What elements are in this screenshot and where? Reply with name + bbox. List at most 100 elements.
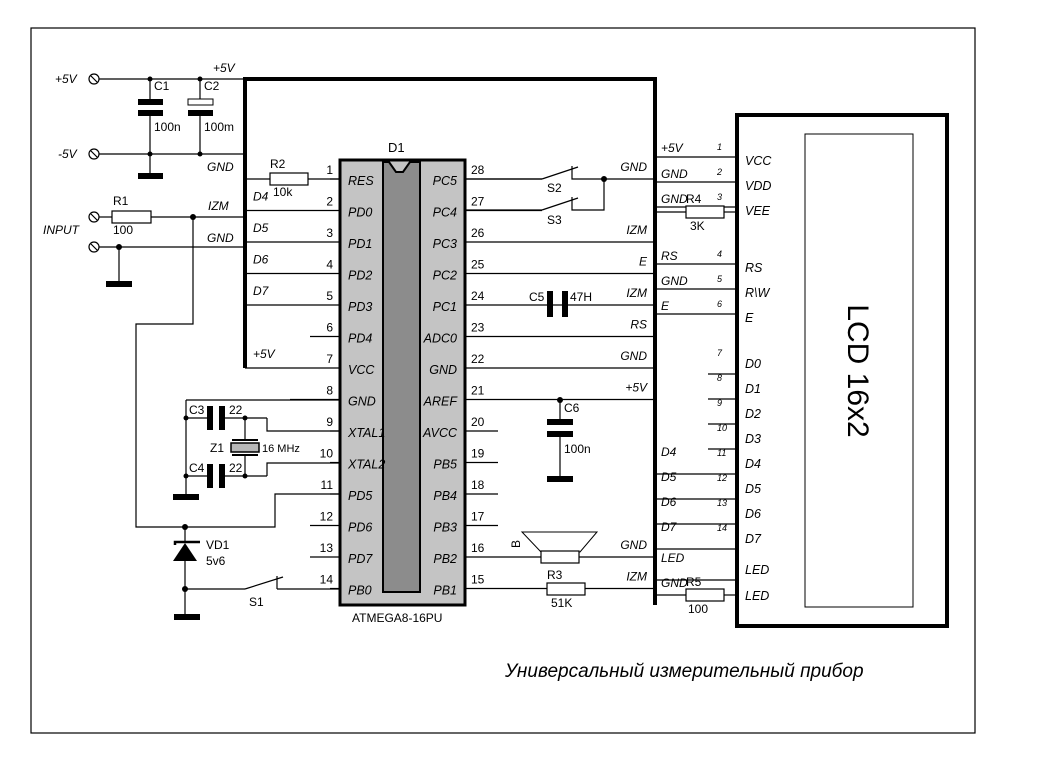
r4-ref: R4 xyxy=(686,192,702,206)
pin-name: R\W xyxy=(745,286,771,300)
net-label: GND xyxy=(661,192,688,206)
pin-name: PB1 xyxy=(433,584,457,598)
vd1-ref: VD1 xyxy=(206,538,230,552)
pin-number: 3 xyxy=(326,226,333,240)
pin-name: PB4 xyxy=(433,489,457,503)
lcd-pin-7: 7D0 xyxy=(708,348,761,375)
net-label: D6 xyxy=(661,495,677,509)
pin-name: LED xyxy=(745,589,769,603)
net-label: GND xyxy=(620,349,647,363)
resistor-r5: R5 100 xyxy=(685,575,725,616)
switches-s2-s3[interactable]: S2 S3 xyxy=(465,166,655,227)
net-label: D5 xyxy=(253,221,269,235)
net-label: +5V xyxy=(625,381,648,395)
net-label: +5V xyxy=(661,141,684,155)
net-label: D5 xyxy=(661,470,677,484)
pin-name: PD1 xyxy=(348,237,372,251)
pin-name: ADC0 xyxy=(423,332,457,346)
pin-number: 14 xyxy=(717,523,727,533)
pin-number: 13 xyxy=(717,498,727,508)
pin-name: D4 xyxy=(745,457,761,471)
r5-ref: R5 xyxy=(686,575,702,589)
resistor-r1 xyxy=(111,210,152,224)
schematic-title: Универсальный измерительный прибор xyxy=(504,661,864,682)
net-label: IZM xyxy=(626,286,647,300)
pin-name: PD5 xyxy=(348,489,372,503)
capacitor-c5: C5 47H xyxy=(529,290,592,317)
r1-ref: R1 xyxy=(113,194,129,208)
pin-number: 1 xyxy=(717,142,722,152)
net-label: IZM xyxy=(626,223,647,237)
s2-ref: S2 xyxy=(547,181,562,195)
buzzer: B xyxy=(509,531,599,564)
pin-number: 6 xyxy=(717,299,722,309)
pin-name: PD4 xyxy=(348,332,372,346)
pin-number: 10 xyxy=(717,423,727,433)
pin-name: PB0 xyxy=(348,584,372,598)
lcd-pin-6: 6EE xyxy=(655,299,754,325)
net-label: +5V xyxy=(253,347,276,361)
pin-name: VCC xyxy=(348,363,375,377)
pin-name: AREF xyxy=(423,395,459,409)
pin-name: PB3 xyxy=(433,521,457,535)
z1-value: 16 MHz xyxy=(262,443,300,455)
r2-ref: R2 xyxy=(270,157,286,171)
vd1-value: 5v6 xyxy=(206,554,226,568)
pin-number: 7 xyxy=(326,352,333,366)
pin-name: PC1 xyxy=(433,300,457,314)
pin-number: 1 xyxy=(326,163,333,177)
pin-number: 25 xyxy=(471,258,485,272)
net-label: D6 xyxy=(253,253,269,267)
input-label: INPUT xyxy=(43,223,81,237)
capacitor-c6: C6 100n xyxy=(547,397,591,482)
net-label: D7 xyxy=(661,520,678,534)
pin-name: E xyxy=(745,311,754,325)
net-label: RS xyxy=(661,249,678,263)
mcu-atmega8: D1 ATMEGA8-16PU 1RES2PD0D43PD1D54PD2D65P… xyxy=(245,140,655,625)
pin-name: PD0 xyxy=(348,206,372,220)
pin-number: 26 xyxy=(471,226,485,240)
net-label: LED xyxy=(661,551,685,565)
pin-name: GND xyxy=(429,363,457,377)
pin-name: D2 xyxy=(745,407,761,421)
gnd-label: GND xyxy=(207,160,234,174)
minus5v-terminal-label: -5V xyxy=(58,147,78,161)
c3-value: 22 xyxy=(229,403,243,417)
net-label: GND xyxy=(661,167,688,181)
z1-ref: Z1 xyxy=(210,441,224,455)
pin-name: VDD xyxy=(745,179,771,193)
switch-s1[interactable]: S1 xyxy=(185,576,340,609)
s1-ref: S1 xyxy=(249,595,264,609)
pin-name: LED xyxy=(745,563,769,577)
pin-name: GND xyxy=(348,395,376,409)
r1-value: 100 xyxy=(113,223,133,237)
pin-name: D3 xyxy=(745,432,761,446)
pin-name: PB2 xyxy=(433,552,457,566)
pin-name: D0 xyxy=(745,357,761,371)
vcc-bus-label: +5V xyxy=(213,61,236,75)
zener-vd1: VD1 5v6 xyxy=(173,524,230,620)
net-label: D4 xyxy=(661,445,677,459)
c4-ref: C4 xyxy=(189,461,205,475)
pin-number: 8 xyxy=(717,373,722,383)
pin-name: PD3 xyxy=(348,300,372,314)
c2-value: 100m xyxy=(204,120,234,134)
mcu-part-number: ATMEGA8-16PU xyxy=(352,611,442,625)
r2-value: 10k xyxy=(273,185,293,199)
